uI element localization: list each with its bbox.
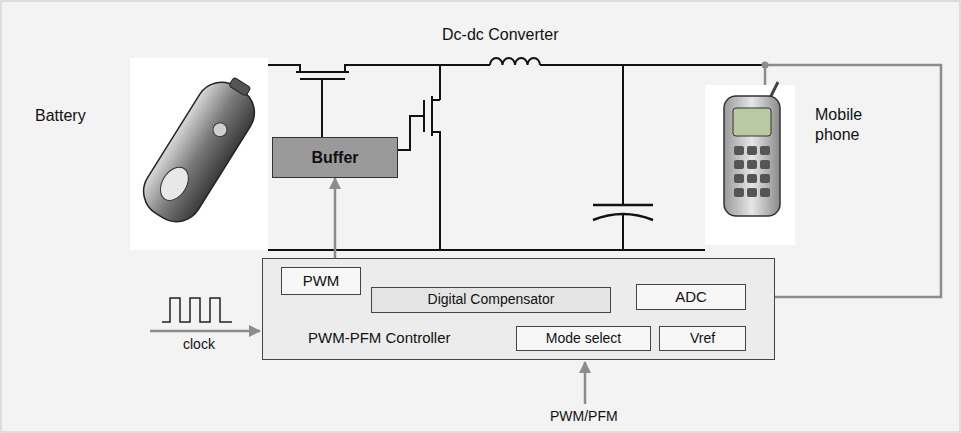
clock-arrow [150,330,260,333]
node-label: Digital Compensator [428,291,555,309]
clock-label: clock [183,336,215,352]
compensator-box: Digital Compensator [371,287,611,313]
mode-select-box: Mode select [516,326,651,351]
phone-key [760,174,770,183]
converter-label: Dc-dc Converter [442,26,558,44]
phone-key [747,146,757,155]
phone-key [734,160,744,169]
controller-box: PWM Digital Compensator ADC Mode select Vref… [262,258,775,360]
mode-label: PWM/PFM [550,408,618,424]
signal-arrow [334,178,337,267]
node-label: Buffer [311,148,358,168]
phone-box: Mobile phone [705,85,795,245]
circuit-wires [268,58,765,250]
phone-key [760,160,770,169]
phone-illustration [724,82,780,216]
phone-key [747,160,757,169]
battery-illustration [134,67,268,232]
battery-panel [130,58,268,250]
adc-box: ADC [636,284,746,310]
phone-key [760,188,770,197]
node-label: Vref [690,330,715,348]
pwm-box: PWM [281,267,361,295]
signal-arrow [746,65,941,297]
phone-panel [705,85,795,245]
phone-key [760,146,770,155]
clock-waveform [162,298,232,322]
battery-box: Battery [130,58,268,250]
node-label: Mobile phone [815,105,885,145]
mode-arrow [584,362,587,404]
node-label: PWM [303,272,340,291]
phone-key [734,174,744,183]
buffer-box: Buffer [272,137,398,178]
phone-key [747,174,757,183]
vref-box: Vref [659,326,746,351]
node-label: PWM-PFM Controller [308,329,451,348]
node-label: Battery [35,106,86,126]
phone-key [747,188,757,197]
node-label: Mode select [546,330,621,348]
phone-key [734,146,744,155]
phone-key [734,188,744,197]
node-label: ADC [675,288,707,307]
